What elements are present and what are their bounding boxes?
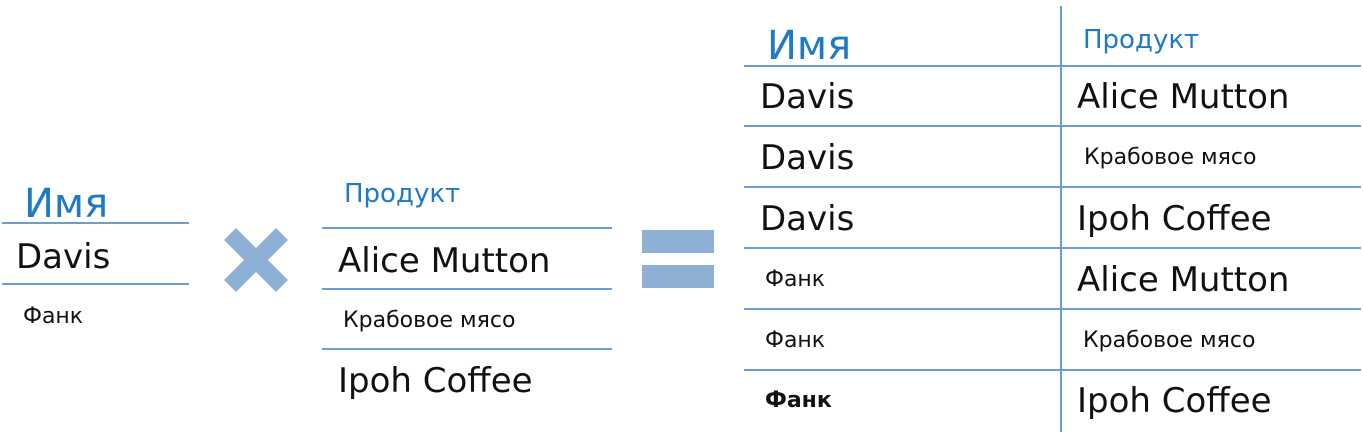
result-table-cell: Ipoh Coffee <box>1077 199 1272 239</box>
multiply-icon <box>223 227 289 293</box>
middle-table-cell: Крабовое мясо <box>343 308 516 333</box>
result-table-cell: Alice Mutton <box>1077 77 1290 117</box>
result-table-row-rule <box>744 186 1361 188</box>
equals-icon <box>642 230 714 288</box>
result-table-cell: Davis <box>760 138 855 178</box>
left-table-cell: Фанк <box>23 304 84 329</box>
result-table-cell: Ipoh Coffee <box>1077 381 1272 421</box>
middle-table-row-rule <box>322 348 612 350</box>
left-table-row-rule <box>2 283 189 285</box>
left-table-header: Имя <box>24 181 109 227</box>
result-table-cell: Фанк <box>765 328 826 353</box>
result-table-cell: Крабовое мясо <box>1084 145 1257 170</box>
middle-table-row-rule <box>322 288 612 290</box>
result-table-cell: Крабовое мясо <box>1083 328 1256 353</box>
middle-table-cell: Alice Mutton <box>338 241 551 281</box>
middle-table-header-rule <box>322 227 612 229</box>
middle-table-cell: Ipoh Coffee <box>338 361 533 401</box>
result-table-header-rule <box>744 65 1361 67</box>
middle-table-header: Продукт <box>344 179 461 209</box>
result-table-row-rule <box>744 247 1361 249</box>
result-table-row-rule <box>744 369 1361 371</box>
result-table-column-divider <box>1060 6 1062 432</box>
result-table-cell: Фанк <box>765 388 832 413</box>
result-table-cell: Davis <box>760 199 855 239</box>
result-table-row-rule <box>744 308 1361 310</box>
result-table-header: Имя <box>767 23 852 69</box>
result-table-cell: Фанк <box>765 267 826 292</box>
result-table-row-rule <box>744 125 1361 127</box>
left-table-header-rule <box>2 222 189 224</box>
result-table-cell: Alice Mutton <box>1077 260 1290 300</box>
result-table-header: Продукт <box>1083 25 1200 55</box>
left-table-cell: Davis <box>16 237 111 277</box>
result-table-cell: Davis <box>760 77 855 117</box>
